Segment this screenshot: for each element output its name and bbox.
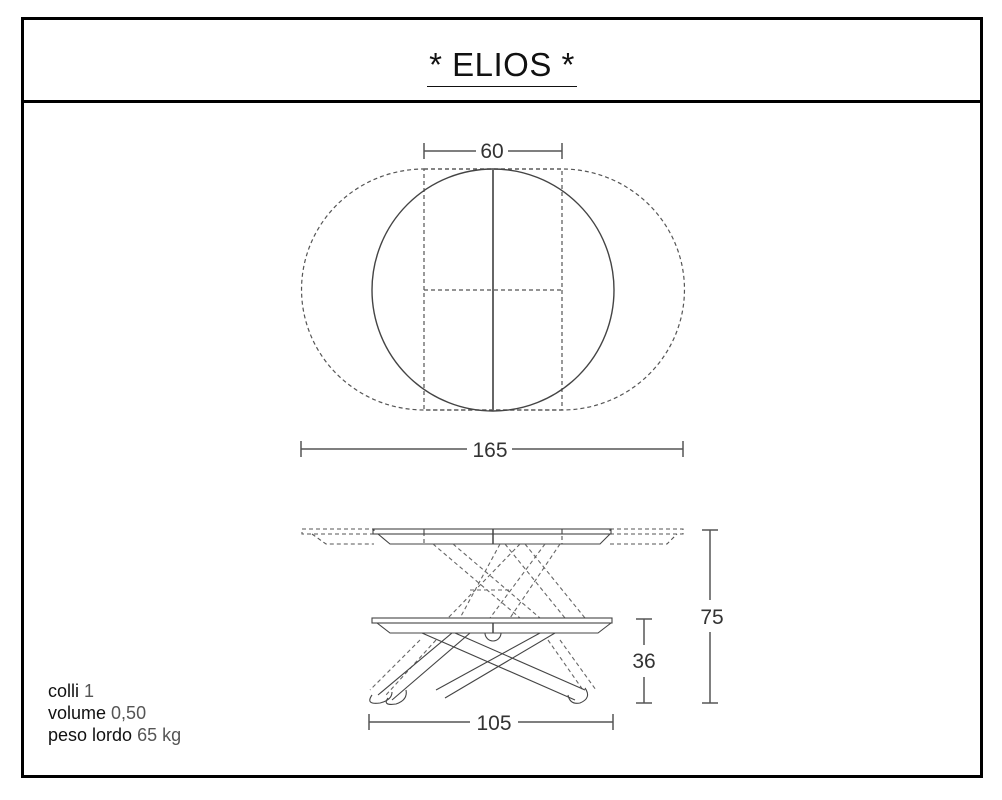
dimension-36 <box>636 618 652 704</box>
top-view <box>300 168 686 412</box>
dimension-105 <box>368 714 614 730</box>
spec-value: 0,50 <box>111 703 147 723</box>
dimension-75 <box>702 529 718 704</box>
spec-label: colli <box>48 681 80 701</box>
spec-volume: volume 0,50 <box>48 702 181 724</box>
page-title: * ELIOS * <box>24 45 980 87</box>
spec-label: peso lordo <box>48 725 133 745</box>
dim-label-105: 105 <box>476 712 511 735</box>
lowered-top <box>371 617 613 634</box>
dim-label-75: 75 <box>700 606 723 629</box>
header: * ELIOS * <box>24 20 980 103</box>
side-view <box>301 528 684 705</box>
spec-peso-lordo: peso lordo 65 kg <box>48 724 181 746</box>
spec-label: volume <box>48 703 107 723</box>
shipping-specs: colli 1 volume 0,50 peso lordo 65 kg <box>48 680 181 746</box>
dim-label-36: 36 <box>632 650 655 673</box>
dimension-60 <box>423 143 563 159</box>
dim-label-165: 165 <box>472 439 507 462</box>
spec-value: 65 kg <box>137 725 182 745</box>
dim-label-60: 60 <box>480 140 503 163</box>
lowered-legs <box>369 632 589 705</box>
spec-colli: colli 1 <box>48 680 181 702</box>
raised-legs <box>369 543 597 696</box>
sheet-frame: * ELIOS * <box>21 17 983 778</box>
raised-top-solid <box>372 528 612 545</box>
dimension-165 <box>300 441 684 457</box>
spec-value: 1 <box>84 681 95 701</box>
title-text: * ELIOS * <box>427 48 577 87</box>
